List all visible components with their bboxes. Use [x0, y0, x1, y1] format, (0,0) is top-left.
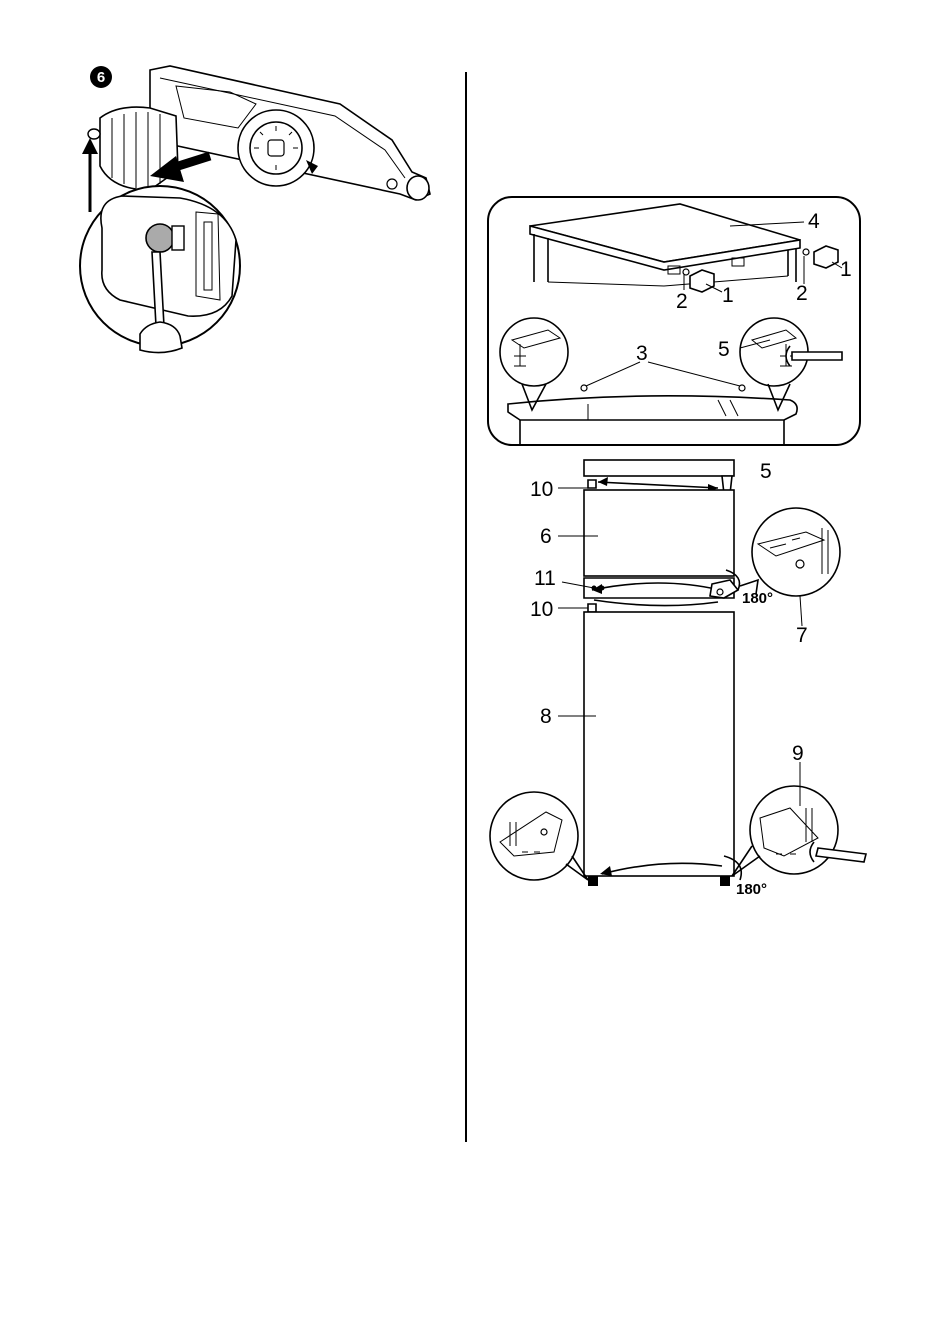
callout-11: 11: [534, 567, 556, 590]
lamp-cover-end: [88, 129, 100, 139]
callout-10-top: 10: [530, 478, 553, 501]
detail-middle-hinge: [752, 508, 840, 596]
callout-2-left: 2: [676, 290, 688, 313]
callout-9: 9: [792, 742, 804, 765]
callout-8: 8: [540, 705, 552, 728]
screw-right: [803, 249, 809, 255]
rotation-label-bottom: 180°: [736, 881, 767, 898]
top-cover-strip: [584, 460, 734, 476]
screwdriver-tip-contact: [146, 224, 174, 252]
detail-bottom-right: [750, 786, 838, 874]
fridge-door: [584, 612, 734, 876]
end-knob: [407, 176, 429, 200]
callout-10-mid: 10: [530, 598, 553, 621]
leader-7: [800, 596, 802, 626]
rotation-label-mid: 180°: [742, 590, 773, 607]
detail-bottom-left: [490, 792, 578, 880]
dial-knob: [268, 140, 284, 156]
step-badge-number: 6: [97, 69, 105, 86]
callout-1-left: 1: [722, 284, 734, 307]
callout-3: 3: [636, 342, 648, 365]
detail-middle-bolt: [796, 560, 804, 568]
callout-4: 4: [808, 210, 820, 233]
foot-left: [588, 876, 598, 886]
top-pin-arrow-head-l: [598, 477, 608, 486]
top-panel-illustration: [488, 197, 860, 445]
top-plug: [588, 480, 596, 488]
detail-bottom-left-hole: [541, 829, 547, 835]
door-assembly-illustration: [490, 460, 866, 886]
hinge-hole-b: [600, 586, 605, 591]
middle-arrow-lower: [594, 600, 718, 606]
middle-hinge-pin: [717, 589, 723, 595]
lift-arrow-head: [82, 138, 98, 154]
detail-clip: [172, 226, 184, 250]
callout-1-right: 1: [840, 258, 852, 281]
foot-right: [720, 876, 730, 886]
callout-6: 6: [540, 525, 552, 548]
detail-hinge-left: [500, 318, 568, 386]
freezer-door: [584, 490, 734, 576]
top-pin-arrow: [598, 482, 718, 488]
cabinet-top-strip: [508, 396, 797, 420]
callout-2-right: 2: [796, 282, 808, 305]
lamp-housing-illustration: 6: [80, 66, 430, 353]
callout-5-top: 5: [718, 338, 730, 361]
small-knob: [387, 179, 397, 189]
callout-7: 7: [796, 624, 808, 647]
callout-5-mid: 5: [760, 460, 772, 483]
bottom-plug-mid: [588, 604, 596, 612]
